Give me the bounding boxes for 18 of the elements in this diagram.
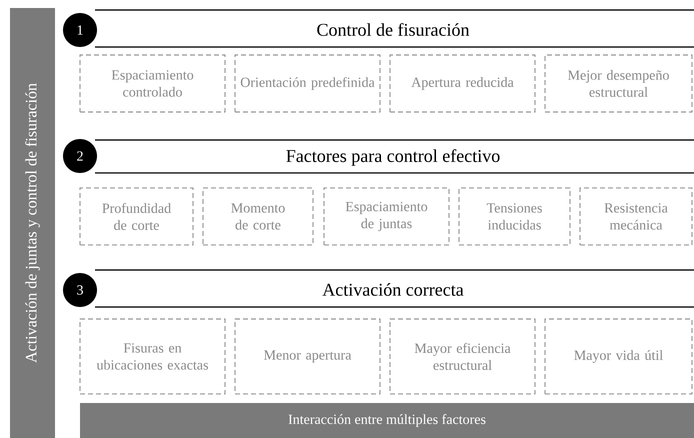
- dashed-box: Mayor eficiencia estructural: [390, 318, 536, 394]
- dashed-box: Momento de corte: [202, 188, 314, 246]
- section-header: Factores para control efectivo: [95, 139, 694, 174]
- dashed-box: Mejor desempeño estructural: [544, 54, 692, 112]
- dashed-box: Resistencia mecánica: [580, 188, 692, 246]
- dashed-box: Tensiones inducidas: [458, 188, 570, 246]
- dashed-box: Espaciamiento controlado: [80, 54, 226, 112]
- dashed-box: Orientación predefinida: [234, 54, 380, 112]
- dashed-box: Mayor vida útil: [544, 318, 692, 394]
- side-band: Activación de juntas y control de fisuración: [10, 8, 55, 438]
- section-header: Activación correcta: [95, 269, 694, 308]
- dashed-box: Menor apertura: [234, 318, 380, 394]
- dashed-box: Espaciamiento de juntas: [324, 188, 450, 246]
- dashed-box: Profundidad de corte: [80, 188, 194, 246]
- dashed-box: Apertura reducida: [390, 54, 536, 112]
- footer-bar: Interacción entre múltiples factores: [80, 402, 694, 438]
- dashed-box: Fisuras en ubicaciones exactas: [80, 318, 226, 394]
- section-header: Control de fisuración: [95, 9, 694, 48]
